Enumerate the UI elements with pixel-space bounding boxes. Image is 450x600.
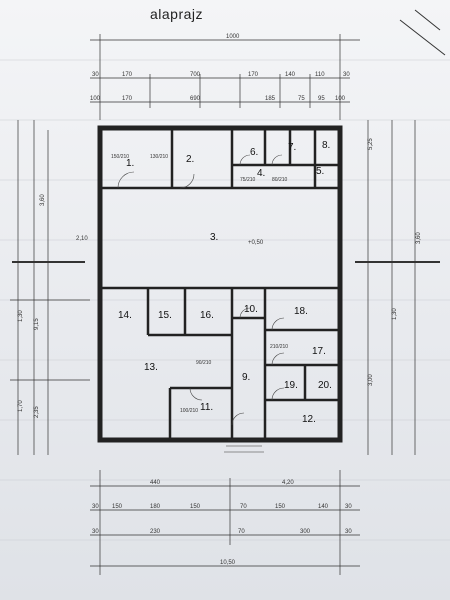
dim-bottom-h: 150 bbox=[275, 504, 286, 510]
dim-top-a: 30 bbox=[92, 72, 99, 78]
dim-right-c: 3,00 bbox=[368, 374, 374, 386]
top-dimension-lines bbox=[90, 34, 360, 120]
door-label-4: 80/210 bbox=[272, 177, 288, 183]
room-13-label: 13. bbox=[144, 362, 158, 373]
room-5-label: 5. bbox=[316, 166, 324, 177]
right-dimension-lines bbox=[355, 120, 440, 455]
dim-top-m: 95 bbox=[318, 96, 325, 102]
dim-bottom-n: 300 bbox=[300, 529, 311, 535]
door-label-1: 150/210 bbox=[111, 154, 129, 160]
room-19-label: 19. bbox=[284, 380, 298, 391]
room-10-label: 10. bbox=[244, 304, 258, 315]
room-18-label: 18. bbox=[294, 306, 308, 317]
dim-top-b: 170 bbox=[122, 72, 133, 78]
dim-right-b: 1,30 bbox=[392, 308, 398, 320]
dim-top-e: 140 bbox=[285, 72, 296, 78]
room-7-label: 7. bbox=[288, 142, 296, 153]
dim-top-total: 1000 bbox=[226, 34, 240, 40]
dim-bottom-i: 140 bbox=[318, 504, 329, 510]
interior-walls bbox=[100, 128, 340, 440]
room-20-label: 20. bbox=[318, 380, 332, 391]
dim-top-f: 110 bbox=[315, 72, 325, 78]
room-1-label: 1. bbox=[126, 158, 134, 169]
room-6-label: 6. bbox=[250, 147, 258, 158]
dim-bottom-l: 230 bbox=[150, 529, 161, 535]
left-dimension-lines bbox=[10, 120, 90, 455]
dim-top-g: 30 bbox=[343, 72, 350, 78]
room-15-label: 15. bbox=[158, 310, 172, 321]
dim-top-n: 100 bbox=[335, 96, 346, 102]
dim-top-l: 75 bbox=[298, 96, 305, 102]
corner-marker bbox=[399, 9, 446, 56]
bottom-dimension-lines bbox=[90, 470, 360, 575]
dim-top-h: 100 bbox=[90, 96, 101, 102]
paper-grid bbox=[0, 59, 450, 541]
room-17-label: 17. bbox=[312, 346, 326, 357]
door-label-6: 100/210 bbox=[180, 408, 198, 414]
left-dimension-texts: 3,60 2,10 1,30 9,15 2,35 1,70 bbox=[18, 194, 88, 418]
room-11-label: 11. bbox=[200, 402, 213, 413]
dim-bottom-o: 30 bbox=[345, 529, 352, 535]
dim-bottom-m: 70 bbox=[238, 529, 245, 535]
dim-bottom-e: 180 bbox=[150, 504, 161, 510]
door-label-5: 90/210 bbox=[196, 360, 212, 366]
dim-bottom-j: 30 bbox=[345, 504, 352, 510]
dim-right-a: 5,25 bbox=[368, 138, 374, 150]
entrance-steps bbox=[224, 439, 264, 453]
room-2-label: 2. bbox=[186, 154, 194, 165]
dim-bottom-a: 440 bbox=[150, 480, 161, 486]
door-label-7: 210/210 bbox=[270, 344, 288, 350]
right-dimension-texts: 5,25 1,30 3,00 3,60 bbox=[368, 138, 422, 386]
outer-walls bbox=[97, 125, 343, 443]
top-dimension-texts: 1000 30 170 700 170 140 110 30 100 170 6… bbox=[90, 34, 350, 102]
room-4-label: 4. bbox=[257, 168, 265, 179]
dim-left-b: 2,10 bbox=[76, 236, 88, 242]
room-14-label: 14. bbox=[118, 310, 132, 321]
dim-top-d: 170 bbox=[248, 72, 259, 78]
dim-bottom-g: 70 bbox=[240, 504, 247, 510]
drawing-title: alaprajz bbox=[150, 6, 204, 22]
dim-left-a: 3,60 bbox=[40, 194, 46, 206]
dim-top-k: 185 bbox=[265, 96, 276, 102]
dim-left-e: 2,35 bbox=[34, 406, 40, 418]
door-swings bbox=[117, 154, 285, 426]
dim-top-i: 170 bbox=[122, 96, 133, 102]
dim-bottom-c: 30 bbox=[92, 504, 99, 510]
room-8-label: 8. bbox=[322, 140, 330, 151]
dim-bottom-b: 4,20 bbox=[282, 480, 294, 486]
floor-elevation: +0,50 bbox=[248, 240, 264, 246]
dim-left-d: 9,15 bbox=[34, 318, 40, 330]
dim-bottom-k: 30 bbox=[92, 529, 99, 535]
dim-left-c: 1,30 bbox=[18, 310, 24, 322]
dim-bottom-f: 150 bbox=[190, 504, 201, 510]
dim-bottom-d: 150 bbox=[112, 504, 123, 510]
room-12-label: 12. bbox=[302, 414, 316, 425]
door-label-3: 75/210 bbox=[240, 177, 256, 183]
dim-top-c: 700 bbox=[190, 72, 201, 78]
dim-left-f: 1,70 bbox=[18, 400, 24, 412]
dim-right-d: 3,60 bbox=[416, 232, 422, 244]
bottom-dimension-texts: 440 4,20 30 150 180 150 70 150 140 30 30… bbox=[92, 480, 352, 566]
room-16-label: 16. bbox=[200, 310, 214, 321]
dim-top-j: 690 bbox=[190, 96, 201, 102]
room-3-label: 3. bbox=[210, 232, 218, 243]
room-9-label: 9. bbox=[242, 372, 250, 383]
door-label-2: 130/210 bbox=[150, 154, 168, 160]
room-labels: 1. 2. 3. 4. 5. 6. 7. 8. 9. 10. 11. 12. 1… bbox=[118, 140, 332, 425]
door-size-labels: 150/210 130/210 75/210 80/210 90/210 100… bbox=[111, 154, 288, 414]
dim-bottom-total: 10,50 bbox=[220, 560, 236, 566]
